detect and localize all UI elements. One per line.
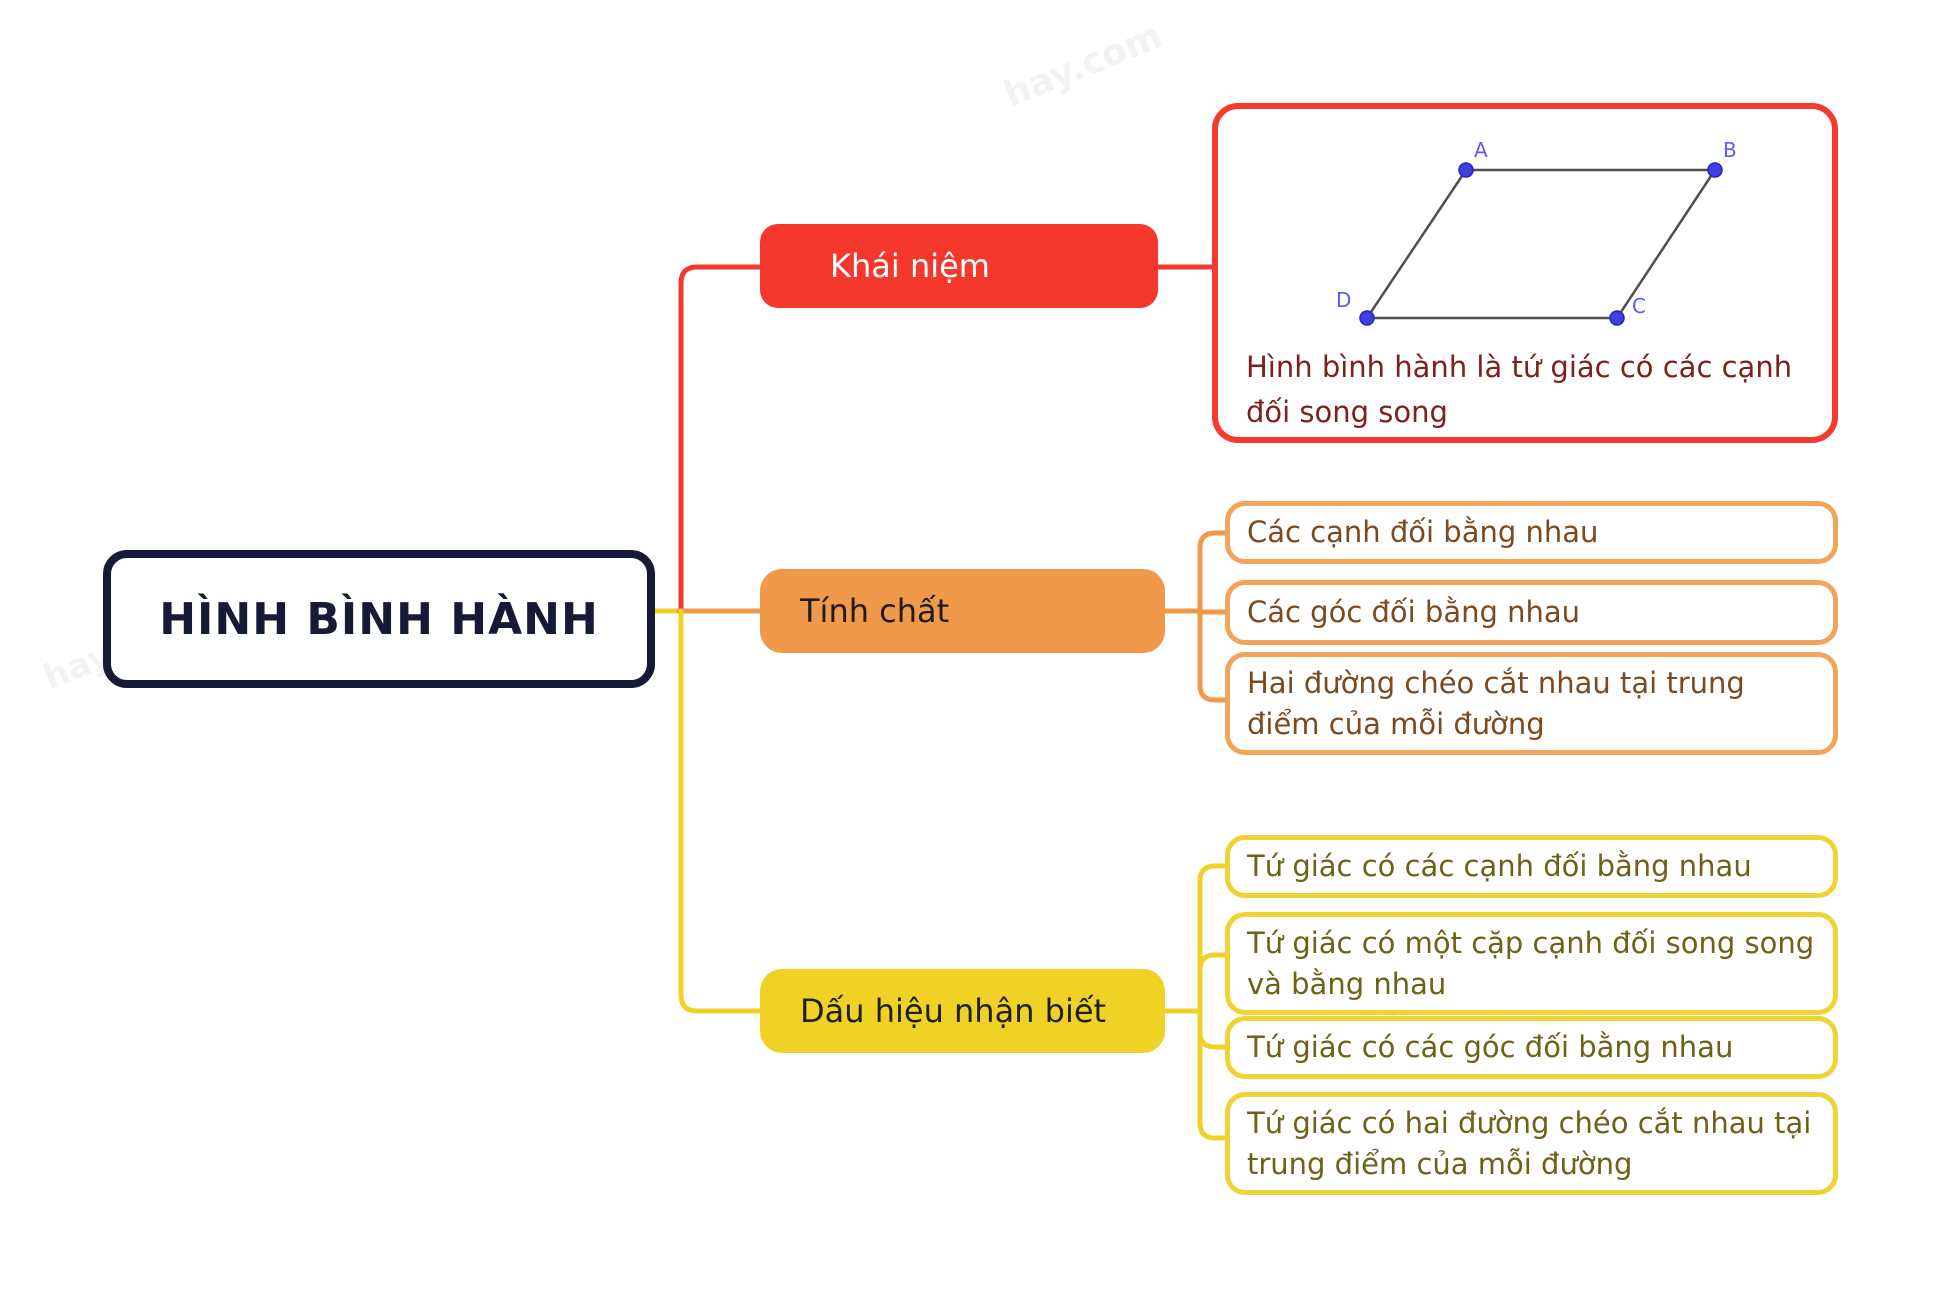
property-item[interactable]: Hai đường chéo cắt nhau tại trung điểm c… bbox=[1225, 652, 1838, 756]
definition-text: Hình bình hành là tứ giác có các cạnh đố… bbox=[1246, 350, 1793, 429]
recognition-item-label: Tứ giác có các góc đối bằng nhau bbox=[1247, 1030, 1734, 1064]
branch-node-khai-niem[interactable]: Khái niệm bbox=[760, 224, 1158, 308]
vertex-label-d: D bbox=[1336, 288, 1351, 312]
recognition-item-label: Tứ giác có một cặp cạnh đối song song và… bbox=[1247, 926, 1815, 1001]
property-item-label: Hai đường chéo cắt nhau tại trung điểm c… bbox=[1247, 666, 1745, 741]
parallelogram-edges bbox=[1364, 168, 1718, 320]
recognition-item[interactable]: Tứ giác có các cạnh đối bằng nhau bbox=[1225, 835, 1838, 898]
connector-branch-red bbox=[678, 264, 763, 614]
recognition-item-label: Tứ giác có các cạnh đối bằng nhau bbox=[1247, 849, 1752, 883]
vertex-point-b bbox=[1707, 162, 1723, 178]
recognition-item-label: Tứ giác có hai đường chéo cắt nhau tại t… bbox=[1247, 1106, 1812, 1181]
vertex-point-c bbox=[1609, 310, 1625, 326]
recognition-item[interactable]: Tứ giác có một cặp cạnh đối song song và… bbox=[1225, 912, 1838, 1016]
recognition-item[interactable]: Tứ giác có các góc đối bằng nhau bbox=[1225, 1016, 1838, 1079]
connector-tinhchat-item1 bbox=[1197, 530, 1229, 614]
vertex-label-b: B bbox=[1723, 138, 1737, 162]
branch-node-tinh-chat[interactable]: Tính chất bbox=[760, 569, 1165, 653]
connector-dauhieu-item1 bbox=[1197, 863, 1229, 1014]
connector-branch-yellow bbox=[678, 608, 763, 1014]
vertex-point-a bbox=[1458, 162, 1474, 178]
vertex-label-c: C bbox=[1632, 294, 1646, 318]
property-item-label: Các góc đối bằng nhau bbox=[1247, 595, 1581, 630]
connector-dauhieu-item3 bbox=[1197, 1008, 1229, 1050]
concept-definition-box[interactable]: A B C D Hình bình hành là tứ giác có các… bbox=[1212, 103, 1838, 443]
branch-node-dau-hieu[interactable]: Dấu hiệu nhận biết bbox=[760, 969, 1165, 1053]
property-item[interactable]: Các cạnh đối bằng nhau bbox=[1225, 501, 1838, 564]
connector-dauhieu-item2 bbox=[1197, 952, 1229, 1014]
parallelogram-diagram: A B C D bbox=[1336, 138, 1737, 326]
branch-label: Dấu hiệu nhận biết bbox=[800, 992, 1107, 1030]
root-title: HÌNH BÌNH HÀNH bbox=[159, 593, 599, 645]
connector-dauhieu-item4 bbox=[1197, 1008, 1229, 1141]
vertex-label-a: A bbox=[1474, 138, 1488, 162]
branch-label: Tính chất bbox=[800, 592, 950, 630]
root-node-hinh-binh-hanh[interactable]: HÌNH BÌNH HÀNH bbox=[103, 550, 655, 688]
property-item[interactable]: Các góc đối bằng nhau bbox=[1225, 580, 1838, 645]
property-item-label: Các cạnh đối bằng nhau bbox=[1247, 515, 1599, 550]
connector-tinhchat-item3 bbox=[1197, 608, 1229, 703]
branch-label: Khái niệm bbox=[830, 247, 990, 285]
recognition-item[interactable]: Tứ giác có hai đường chéo cắt nhau tại t… bbox=[1225, 1092, 1838, 1196]
vertex-point-d bbox=[1359, 310, 1375, 326]
